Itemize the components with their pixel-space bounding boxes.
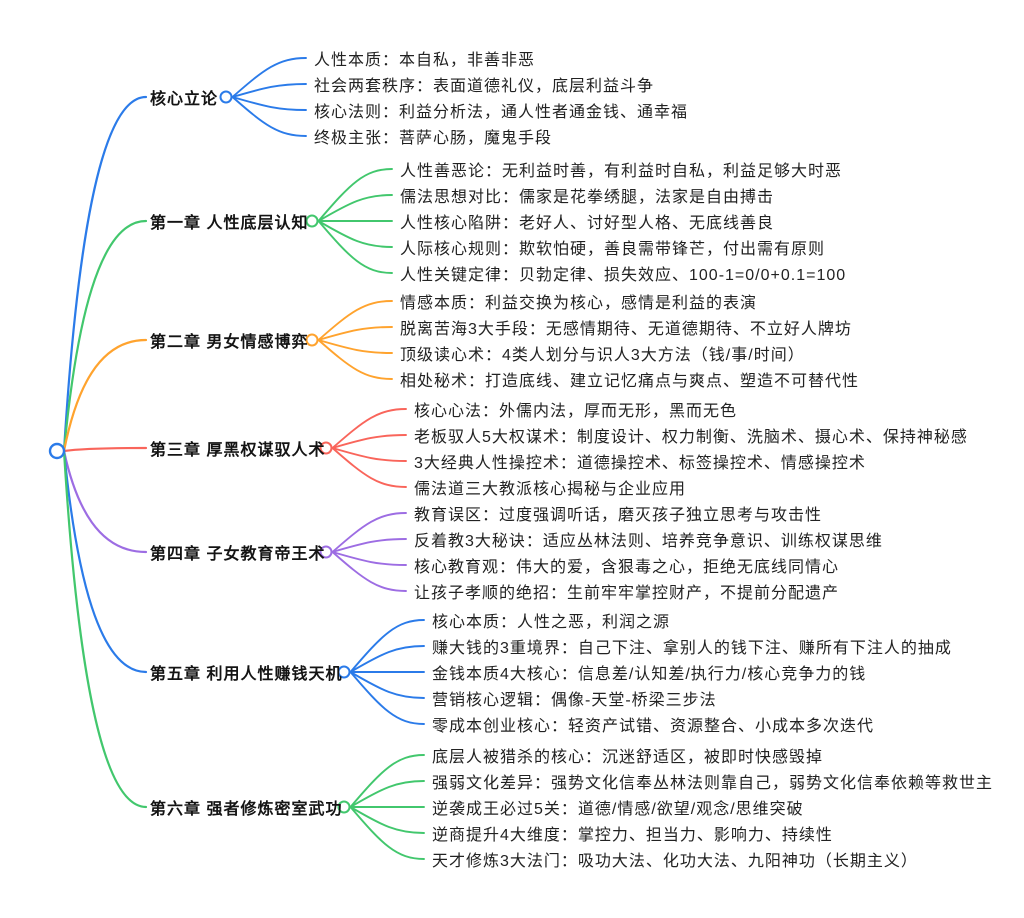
edge-branch-to-child [331, 434, 407, 449]
branch-node-circle-3[interactable] [305, 333, 319, 347]
branch-node-circle-4[interactable] [319, 441, 333, 455]
child-topic-5-2[interactable]: 反着教3大秘诀：适应丛林法则、培养竞争意识、训练权谋思维 [414, 533, 883, 550]
child-topic-4-1[interactable]: 核心心法：外儒内法，厚而无形，黑而无色 [414, 403, 738, 420]
branch-label-4[interactable]: 第三章 厚黑权谋驭人术 [150, 442, 326, 459]
edge-branch-to-child [317, 194, 393, 222]
edge-branch-to-child [317, 220, 393, 274]
child-topic-3-3[interactable]: 顶级读心术：4类人划分与识人3大方法（钱/事/时间） [400, 347, 805, 364]
edge-root-to-branch [62, 219, 148, 453]
child-topic-6-3[interactable]: 金钱本质4大核心：信息差/认知差/执行力/核心竞争力的钱 [432, 666, 867, 683]
edge-branch-to-child [349, 806, 425, 834]
branch-label-3[interactable]: 第二章 男女情感博弈 [150, 334, 309, 351]
child-topic-7-4[interactable]: 逆商提升4大维度：掌控力、担当力、影响力、持续性 [432, 827, 833, 844]
child-topic-5-4[interactable]: 让孩子孝顺的绝招：生前牢牢掌控财产，不提前分配遗产 [414, 585, 840, 602]
edge-branch-to-child [331, 551, 407, 566]
child-topic-7-1[interactable]: 底层人被猎杀的核心：沉迷舒适区，被即时快感毁掉 [432, 749, 824, 766]
edge-branch-to-child [349, 671, 425, 725]
child-topic-3-2[interactable]: 脱离苦海3大手段：无感情期待、无道德期待、不立好人牌坊 [400, 321, 852, 338]
child-topic-6-5[interactable]: 零成本创业核心：轻资产试错、资源整合、小成本多次迭代 [432, 718, 875, 735]
edge-branch-to-child [231, 96, 307, 111]
child-topic-7-5[interactable]: 天才修炼3大法门：吸功大法、化功大法、九阳神功（长期主义） [432, 853, 918, 870]
edge-branch-to-child [349, 754, 425, 808]
edge-root-to-branch [62, 449, 148, 809]
edge-branch-to-child [331, 447, 407, 462]
child-topic-3-4[interactable]: 相处秘术：打造底线、建立记忆痛点与爽点、塑造不可替代性 [400, 373, 860, 390]
child-topic-5-1[interactable]: 教育误区：过度强调听话，磨灭孩子独立思考与攻击性 [414, 507, 823, 524]
edge-root-to-branch [62, 446, 148, 453]
child-topic-2-3[interactable]: 人性核心陷阱：老好人、讨好型人格、无底线善良 [400, 215, 775, 232]
edge-branch-to-child [317, 220, 393, 248]
child-topic-4-3[interactable]: 3大经典人性操控术：道德操控术、标签操控术、情感操控术 [414, 455, 866, 472]
branch-label-5[interactable]: 第四章 子女教育帝王术 [150, 546, 326, 563]
root-node-circle[interactable] [48, 442, 66, 460]
edge-branch-to-child [331, 551, 407, 592]
edge-branch-to-child [317, 168, 393, 222]
edge-branch-to-child [331, 408, 407, 449]
child-topic-2-1[interactable]: 人性善恶论：无利益时善，有利益时自私，利益足够大时恶 [400, 163, 843, 180]
child-topic-1-1[interactable]: 人性本质：本自私，非善非恶 [314, 52, 536, 69]
edge-branch-to-child [349, 645, 425, 673]
edge-root-to-branch [62, 449, 148, 554]
child-topic-6-4[interactable]: 营销核心逻辑：偶像-天堂-桥梁三步法 [432, 692, 717, 709]
edge-branch-to-child [349, 619, 425, 673]
child-topic-1-3[interactable]: 核心法则：利益分析法，通人性者通金钱、通幸福 [314, 104, 689, 121]
child-topic-5-3[interactable]: 核心教育观：伟大的爱，含狠毒之心，拒绝无底线同情心 [414, 559, 840, 576]
child-topic-6-1[interactable]: 核心本质：人性之恶，利润之源 [432, 614, 671, 631]
child-topic-4-2[interactable]: 老板驭人5大权谋术：制度设计、权力制衡、洗脑术、摄心术、保持神秘感 [414, 429, 968, 446]
branch-node-circle-6[interactable] [337, 665, 351, 679]
child-topic-1-2[interactable]: 社会两套秩序：表面道德礼仪，底层利益斗争 [314, 78, 655, 95]
branch-node-circle-2[interactable] [305, 214, 319, 228]
branch-node-circle-7[interactable] [337, 800, 351, 814]
edge-branch-to-child [349, 806, 425, 860]
child-topic-2-2[interactable]: 儒法思想对比：儒家是花拳绣腿，法家是自由搏击 [400, 189, 775, 206]
branch-label-6[interactable]: 第五章 利用人性赚钱天机 [150, 666, 343, 683]
child-topic-4-4[interactable]: 儒法道三大教派核心揭秘与企业应用 [414, 481, 687, 498]
edge-branch-to-child [317, 339, 393, 380]
edge-branch-to-child [331, 512, 407, 553]
edge-branch-to-child [231, 96, 307, 137]
branch-label-2[interactable]: 第一章 人性底层认知 [150, 215, 309, 232]
child-topic-2-4[interactable]: 人际核心规则：欺软怕硬，善良需带锋芒，付出需有原则 [400, 241, 826, 258]
edge-branch-to-child [331, 538, 407, 553]
branch-node-circle-1[interactable] [219, 90, 233, 104]
edge-branch-to-child [231, 83, 307, 98]
edge-branch-to-child [349, 671, 425, 699]
branch-label-7[interactable]: 第六章 强者修炼密室武功 [150, 801, 343, 818]
child-topic-2-5[interactable]: 人性关键定律：贝勃定律、损失效应、100-1=0/0+0.1=100 [400, 267, 847, 284]
edge-root-to-branch [62, 338, 148, 453]
child-topic-3-1[interactable]: 情感本质：利益交换为核心，感情是利益的表演 [400, 295, 758, 312]
edge-branch-to-child [317, 339, 393, 354]
child-topic-7-3[interactable]: 逆袭成王必过5关：道德/情感/欲望/观念/思维突破 [432, 801, 804, 818]
edge-branch-to-child [231, 57, 307, 98]
edge-branch-to-child [331, 447, 407, 488]
child-topic-7-2[interactable]: 强弱文化差异：强势文化信奉丛林法则靠自己，弱势文化信奉依赖等救世主 [432, 775, 994, 792]
branch-node-circle-5[interactable] [319, 545, 333, 559]
branch-label-1[interactable]: 核心立论 [150, 91, 219, 108]
child-topic-6-2[interactable]: 赚大钱的3重境界：自己下注、拿别人的钱下注、赚所有下注人的抽成 [432, 640, 952, 657]
edge-root-to-branch [62, 449, 148, 674]
edge-root-to-branch [62, 95, 148, 453]
edge-branch-to-child [317, 300, 393, 341]
child-topic-1-4[interactable]: 终极主张：菩萨心肠，魔鬼手段 [314, 130, 553, 147]
edge-branch-to-child [317, 326, 393, 341]
edge-branch-to-child [349, 780, 425, 808]
